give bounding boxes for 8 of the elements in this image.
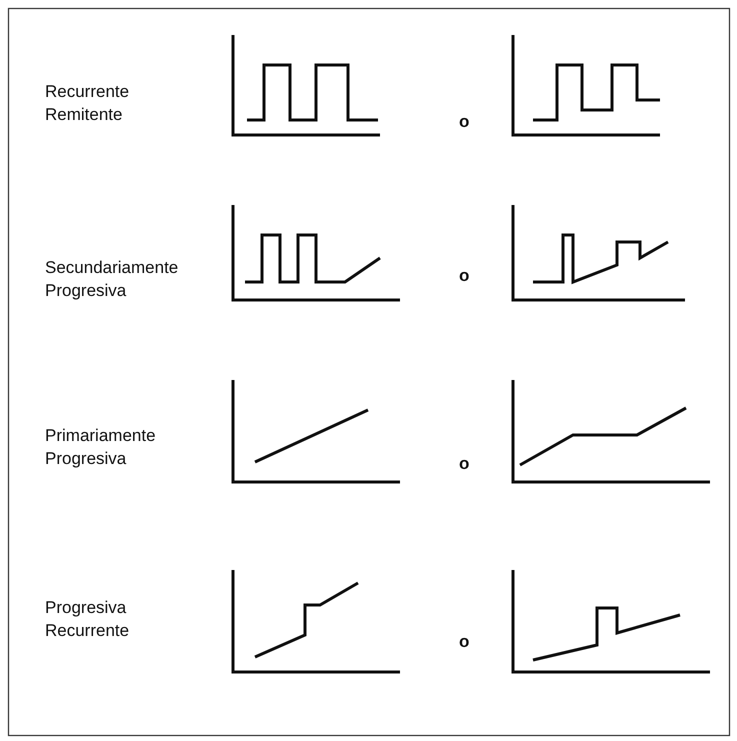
separator-text: o (459, 631, 470, 653)
course-label: Primariamente Progresiva (45, 425, 156, 470)
course-label: Secundariamente Progresiva (45, 257, 178, 302)
separator-text: o (459, 453, 470, 475)
separator-text: o (459, 265, 470, 287)
separator-text: o (459, 111, 470, 133)
course-label: Progresiva Recurrente (45, 597, 130, 642)
course-label: Recurrente Remitente (45, 81, 130, 126)
